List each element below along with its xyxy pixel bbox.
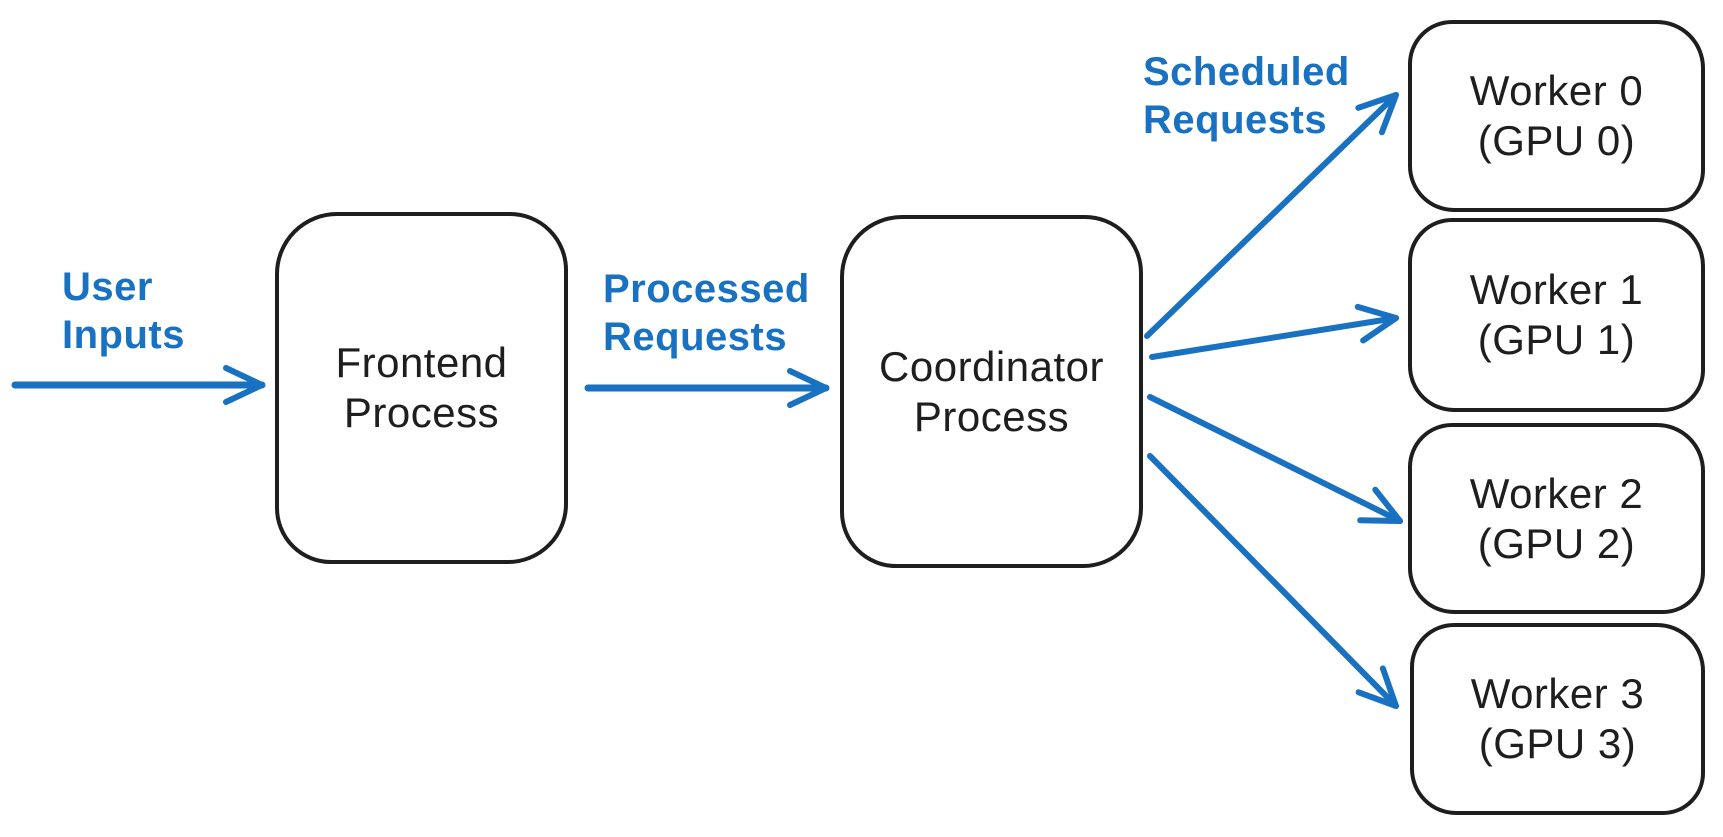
coordinator-process-label: Coordinator Process (879, 342, 1104, 440)
arrow-scheduled-worker0 (1144, 92, 1399, 339)
node-worker-1: Worker 1 (GPU 1) (1408, 218, 1705, 412)
label-scheduled-requests: Scheduled Requests (1143, 50, 1350, 142)
node-worker-2: Worker 2 (GPU 2) (1408, 423, 1705, 614)
arrow-scheduled-worker3 (1147, 453, 1399, 709)
frontend-process-label: Frontend Process (335, 339, 508, 436)
worker-3-label: Worker 3 (GPU 3) (1470, 670, 1645, 767)
label-user-inputs: User Inputs (62, 265, 185, 357)
arrow-scheduled-worker1 (1149, 303, 1399, 360)
label-processed-requests: Processed Requests (603, 267, 810, 359)
node-worker-3: Worker 3 (GPU 3) (1410, 623, 1705, 815)
worker-0-label: Worker 0 (GPU 0) (1469, 67, 1644, 164)
node-worker-0: Worker 0 (GPU 0) (1408, 20, 1705, 212)
node-frontend-process: Frontend Process (275, 212, 568, 564)
arrow-scheduled-worker2 (1147, 394, 1403, 524)
worker-1-label: Worker 1 (GPU 1) (1469, 266, 1644, 363)
worker-2-label: Worker 2 (GPU 2) (1469, 469, 1644, 567)
node-coordinator-process: Coordinator Process (840, 215, 1143, 568)
